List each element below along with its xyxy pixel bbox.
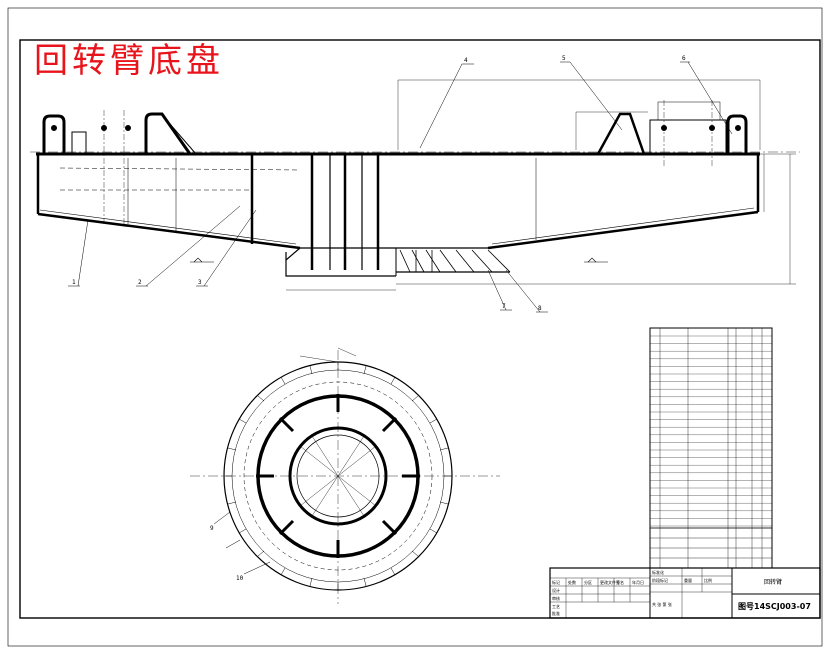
front-view [30,61,800,313]
title-block-stage-label: 阶段标记 [652,577,668,583]
drawing-number: 图号14SCJ003-07 [738,602,811,611]
title-block-process-label: 工艺 [552,604,560,609]
balloon-label: 1 [72,279,76,286]
title-block-change-label: 更改文件号 [600,579,620,585]
parts-list [649,327,773,569]
title-block-zone-label: 分区 [584,579,592,585]
balloon-label: 7 [502,303,506,310]
title-block-std-label: 标准化 [652,569,664,575]
balloon-label: 5 [562,55,566,62]
title-block-design-label: 设计 [552,587,560,593]
title-block-sign-label: 签名 [616,579,624,585]
title-block-mark-label: 标记 [552,579,560,585]
title-block-date-label: 年月日 [632,579,644,585]
title-block [549,527,821,619]
title-block-sheet-label: 共 张 第 张 [652,601,672,607]
title-block-review-label: 审核 [552,595,560,601]
outer-border [7,7,823,647]
plan-view [190,347,500,604]
part-name: 回转臂 [764,578,782,586]
balloon-label: 8 [538,305,542,312]
balloon-label: 2 [138,279,142,286]
balloon-label: 4 [464,57,468,64]
balloon-label: 3 [198,279,202,286]
title-block-weight-label: 重量 [684,577,692,583]
title-block-count-label: 处数 [568,579,576,585]
balloon-label: 9 [210,525,214,532]
balloon-label: 10 [236,575,244,582]
drawing-title: 回转臂底盘 [34,41,224,81]
title-block-approve-label: 批准 [552,610,560,616]
parts-list-rows [650,335,772,527]
title-block-scale-label: 比例 [704,577,712,583]
balloon-label: 6 [682,55,686,62]
inner-frame [19,39,821,619]
